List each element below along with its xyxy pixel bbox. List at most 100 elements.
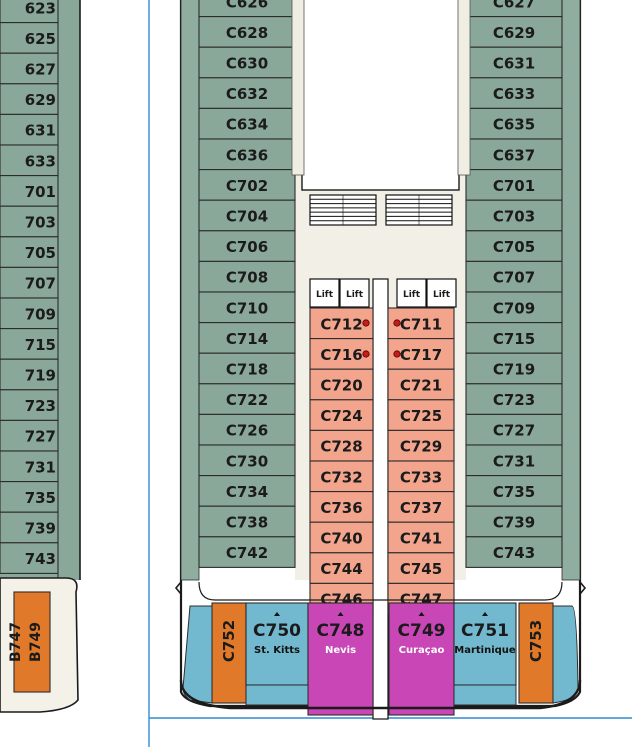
inner-left-inner-cabin-C728 [309,429,374,462]
inner-left-inner-cabin-C724 [309,399,374,431]
left-cabin-label-723: 723 [25,397,56,415]
lift-2 [339,278,370,308]
inner-left-inner-cabin-label-C732: C732 [320,468,362,486]
lift-1 [309,278,340,308]
suite-C749 [388,602,455,716]
port-cabin-label-C702: C702 [226,177,268,195]
suite-name-C749: Curaçao [399,645,445,656]
accessible-marker-C712 [362,319,370,327]
inner-left-inner-cabin-label-C744: C744 [320,560,362,578]
port-cabin-C722 [198,383,296,415]
left-cabin-727 [0,419,59,452]
starboard-cabin-label-C701: C701 [493,177,535,195]
main-ship-plan: C626C628C630C632C634C636C702C704C706C708… [174,0,587,720]
lift-4 [426,278,457,308]
inner-right-inner-cabin-label-C737: C737 [400,499,442,517]
suite-name-C750: St. Kitts [254,645,300,656]
left-cabin-label-629: 629 [25,91,56,109]
starboard-cabin-C739 [465,505,563,538]
suite-label-C753: C753 [527,620,545,662]
starboard-cabin-label-C743: C743 [493,544,535,562]
suite-label-C748: C748 [317,621,365,641]
port-cabin-C628 [198,16,296,48]
left-cabin-label-719: 719 [25,367,56,385]
starboard-cabin-label-C637: C637 [493,146,535,164]
starboard-cabin-C731 [465,444,563,477]
left-cabin-701 [0,175,59,207]
suite-arrow-C749 [418,612,425,616]
inner-left-inner-cabin-label-C712: C712 [320,315,362,333]
starboard-cabin-label-C719: C719 [493,361,535,379]
left-cabin-705 [0,236,59,268]
port-cabin-C634 [198,107,296,140]
port-cabin-label-C704: C704 [226,208,268,226]
port-cabin-label-C636: C636 [226,146,268,164]
starboard-cabin-label-C633: C633 [493,85,535,103]
port-cabin-label-C718: C718 [226,361,268,379]
accessible-marker-C711 [393,319,401,327]
port-cabin-label-C632: C632 [226,85,268,103]
stern-balcony-starboard [453,684,517,706]
lift-label-3: Lift [403,290,421,300]
inner-right-inner-cabin-C737 [387,491,455,523]
lift-label-4: Lift [433,290,451,300]
port-cabin-label-C630: C630 [226,55,268,73]
left-cabin-723 [0,389,59,421]
left-cabin-label-B747: B747 [8,622,24,662]
port-cabin-C710 [198,291,296,324]
starboard-cabin-label-C703: C703 [493,208,535,226]
starboard-cabin-C719 [465,352,563,385]
left-cabin-633 [0,144,59,177]
lift-label-1: Lift [316,290,334,300]
starboard-cabin-C631 [465,46,563,79]
aft-corridor-line [198,581,563,601]
inner-left-inner-cabin-C744 [309,552,374,584]
starboard-cabin-label-C631: C631 [493,55,535,73]
lift-3 [396,278,427,308]
inner-right-inner-cabin-label-C721: C721 [400,377,442,395]
left-cabin-label-705: 705 [25,244,56,262]
starboard-cabin-label-C739: C739 [493,514,535,532]
starboard-cabin-C703 [465,199,563,232]
port-cabin-label-C710: C710 [226,299,268,317]
staircase-port [309,194,377,226]
port-cabin-C730 [198,444,296,477]
left-cabin-715 [0,328,59,360]
port-cabin-C714 [198,322,296,354]
starboard-cabin-C637 [465,138,563,171]
suite-arrow-C751 [482,612,488,616]
left-cabin-739 [0,511,59,544]
left-cabin-label-743: 743 [25,550,56,568]
lift-label-2: Lift [346,290,364,300]
suite-arrow-C750 [274,612,280,616]
port-cabin-C632 [198,77,296,109]
suite-C751 [453,602,517,686]
left-cabin-743 [0,542,59,574]
port-cabin-label-C726: C726 [226,422,268,440]
inner-right-inner-cabin-C725 [387,399,455,431]
stern-balcony-port [245,684,309,706]
starboard-cabin-C743 [465,536,563,568]
left-cabin-label-631: 631 [25,122,56,140]
accessible-marker-C716 [362,350,370,358]
suite-C753 [518,602,554,704]
port-edge-strip [180,0,200,581]
starboard-edge-strip [561,0,581,581]
inner-left-inner-cabin-C740 [309,521,374,554]
port-cabin-C706 [198,230,296,262]
starboard-cabin-label-C629: C629 [493,24,535,42]
suite-label-C751: C751 [461,621,509,641]
port-cabin-C718 [198,352,296,385]
inner-right-inner-cabin-label-C741: C741 [400,530,442,548]
left-cabin-label-707: 707 [25,275,56,293]
port-cabin-C704 [198,199,296,232]
suite-C752 [211,602,247,704]
stern-outline [179,679,582,710]
starboard-cabin-label-C723: C723 [493,391,535,409]
starboard-cabin-C701 [465,169,563,201]
left-cabin-label-B749: B749 [28,622,44,662]
port-cabin-C702 [198,169,296,201]
port-cabin-label-C734: C734 [226,483,268,501]
